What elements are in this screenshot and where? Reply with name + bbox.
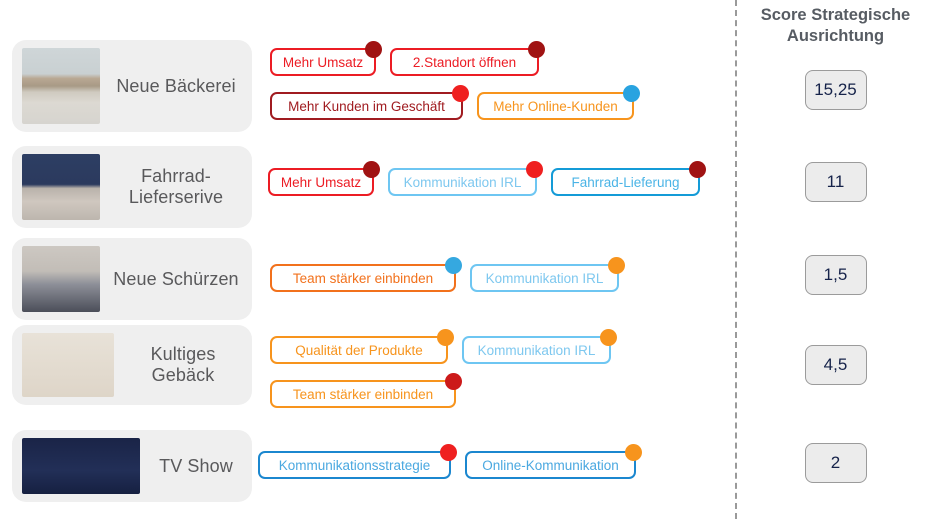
initiative-label: TV Show — [159, 455, 233, 476]
initiative-thumbnail — [22, 154, 100, 220]
objective-tag[interactable]: Online-Kommunikation — [465, 451, 636, 479]
tag-status-dot[interactable] — [608, 257, 625, 274]
objective-tag[interactable]: Mehr Kunden im Geschäft — [270, 92, 463, 120]
objective-tag[interactable]: Mehr Online-Kunden — [477, 92, 634, 120]
objective-tag[interactable]: Team stärker einbinden — [270, 380, 456, 408]
score-box[interactable]: 2 — [804, 443, 867, 483]
initiative-label: Neue Bäckerei — [116, 75, 236, 96]
initiative-thumbnail — [22, 48, 100, 124]
initiative-label: Neue Schürzen — [113, 268, 239, 289]
tag-status-dot[interactable] — [526, 161, 543, 178]
objective-tag[interactable]: Mehr Umsatz — [268, 168, 374, 196]
objective-tag[interactable]: 2.Standort öffnen — [390, 48, 539, 76]
objective-tag[interactable]: Kommunikation IRL — [462, 336, 611, 364]
initiative-thumbnail — [22, 333, 114, 397]
tag-status-dot[interactable] — [363, 161, 380, 178]
score-box[interactable]: 4,5 — [804, 345, 867, 385]
score-box[interactable]: 11 — [804, 162, 867, 202]
tag-status-dot[interactable] — [365, 41, 382, 58]
initiative-thumbnail — [22, 246, 100, 312]
initiative-label: Fahrrad- Lieferserive — [128, 166, 224, 207]
initiative-label: Kultiges Gebäck — [150, 344, 216, 385]
score-column-title: Score Strategische Ausrichtung — [760, 6, 911, 45]
vertical-dashed-divider — [735, 0, 737, 519]
initiative-card[interactable]: TV Show — [12, 430, 252, 502]
objective-tag[interactable]: Kommunikation IRL — [470, 264, 619, 292]
objective-tag[interactable]: Qualität der Produkte — [270, 336, 448, 364]
tag-status-dot[interactable] — [623, 85, 640, 102]
tag-status-dot[interactable] — [445, 373, 462, 390]
score-box[interactable]: 1,5 — [804, 255, 867, 295]
score-box[interactable]: 15,25 — [804, 70, 867, 110]
tag-status-dot[interactable] — [437, 329, 454, 346]
tag-status-dot[interactable] — [452, 85, 469, 102]
tag-status-dot[interactable] — [625, 444, 642, 461]
objective-tag[interactable]: Kommunikation IRL — [388, 168, 537, 196]
objective-tag[interactable]: Team stärker einbinden — [270, 264, 456, 292]
initiative-card[interactable]: Kultiges Gebäck — [12, 325, 252, 405]
score-column: Score Strategische Ausrichtung 15,25 11 1,… — [737, 0, 934, 519]
initiative-card[interactable]: Neue Schürzen — [12, 238, 252, 320]
initiative-thumbnail — [22, 438, 140, 494]
objective-tag[interactable]: Mehr Umsatz — [270, 48, 376, 76]
tag-status-dot[interactable] — [689, 161, 706, 178]
initiative-card[interactable]: Neue Bäckerei — [12, 40, 252, 132]
objective-tag[interactable]: Fahrrad-Lieferung — [551, 168, 700, 196]
tag-status-dot[interactable] — [600, 329, 617, 346]
tag-status-dot[interactable] — [445, 257, 462, 274]
tag-status-dot[interactable] — [440, 444, 457, 461]
objective-tag[interactable]: Kommunikationsstrategie — [258, 451, 451, 479]
tag-status-dot[interactable] — [528, 41, 545, 58]
initiative-card[interactable]: Fahrrad- Lieferserive — [12, 146, 252, 228]
